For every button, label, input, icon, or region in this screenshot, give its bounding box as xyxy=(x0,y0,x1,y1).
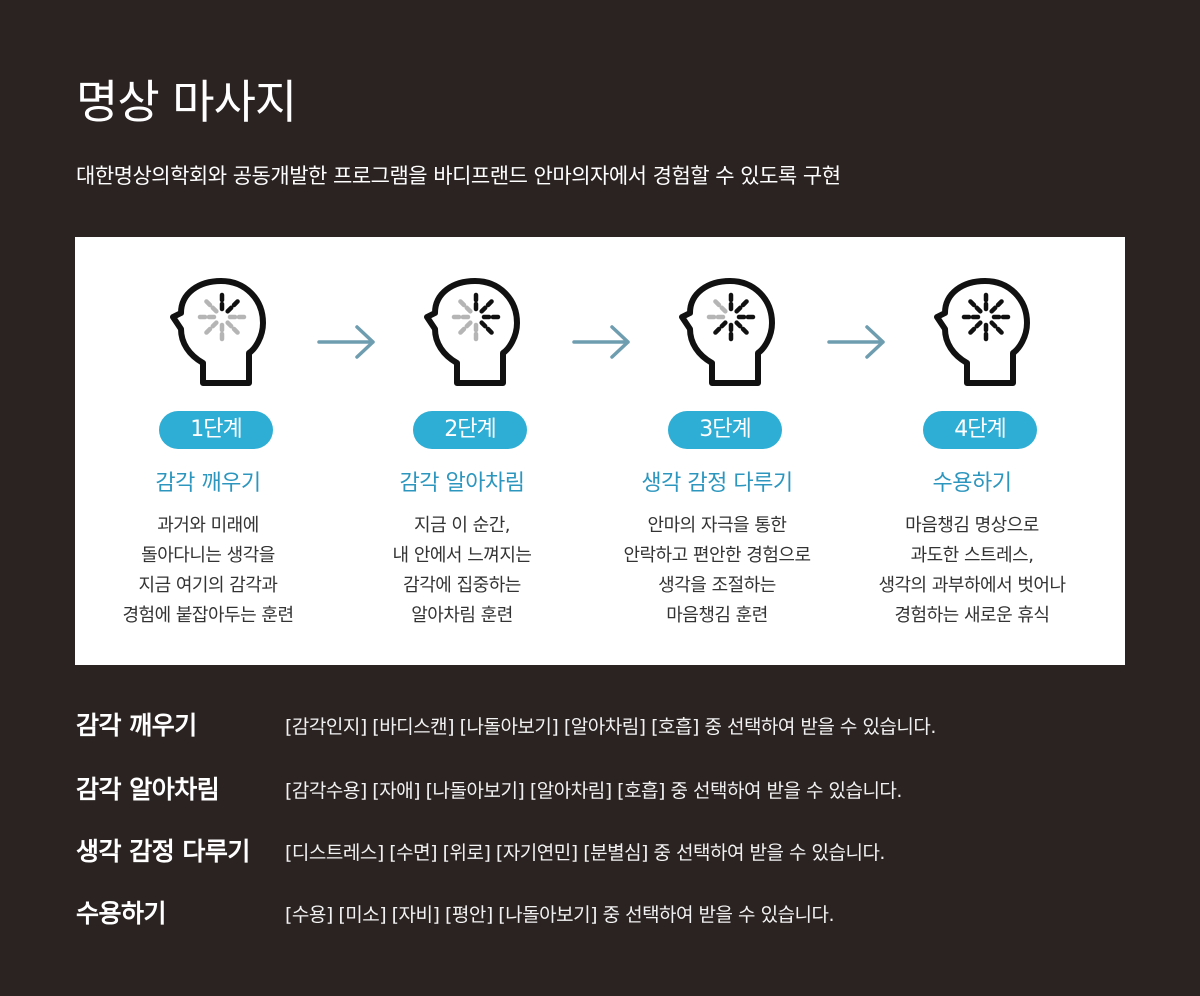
step-badge: 3단계 xyxy=(668,411,782,449)
page-title: 명상 마사지 xyxy=(76,75,297,129)
step-description: 안마의 자극을 통한 안락하고 편안한 경험으로 생각을 조절하는 마음챙김 훈… xyxy=(592,511,842,631)
mind-ray xyxy=(479,320,494,335)
option-row: 수용하기 [수용] [미소] [자비] [평안] [나돌아보기] 중 선택하여 … xyxy=(76,894,1126,934)
step-description: 지금 이 순간, 내 안에서 느껴지는 감각에 집중하는 알아차림 훈련 xyxy=(337,511,587,631)
step-description-line: 마음챙김 훈련 xyxy=(666,605,768,626)
step-description-line: 경험하는 새로운 휴식 xyxy=(894,605,1050,626)
step-badge: 2단계 xyxy=(413,411,527,449)
step-badge: 1단계 xyxy=(159,411,273,449)
step-description-line: 경험에 붙잡아두는 훈련 xyxy=(122,605,294,626)
mind-ray xyxy=(479,299,494,314)
step-description-line: 생각을 조절하는 xyxy=(658,575,776,596)
option-row: 생각 감정 다루기 [디스트레스] [수면] [위로] [자기연민] [분별심]… xyxy=(76,832,1126,872)
step-description-line: 안마의 자극을 통한 xyxy=(647,515,787,536)
head-outline xyxy=(424,278,520,386)
step-description-line: 생각의 과부하에서 벗어나 xyxy=(878,575,1066,596)
option-name: 감각 깨우기 xyxy=(76,711,197,740)
head-outline xyxy=(934,278,1030,386)
step-description-line: 알아차림 훈련 xyxy=(411,605,513,626)
head-mind-icon xyxy=(934,278,1030,386)
step-title: 감각 깨우기 xyxy=(155,471,261,496)
mind-ray xyxy=(204,320,219,335)
mind-ray xyxy=(225,299,240,314)
arrow-right-icon xyxy=(827,325,885,359)
step-badge: 4단계 xyxy=(923,411,1037,449)
steps-panel: 1단계 감각 깨우기 과거와 미래에 돌아다니는 생각을 지금 여기의 감각과 … xyxy=(75,237,1125,665)
head-mind-icon xyxy=(170,278,266,386)
arrow-right-icon xyxy=(317,325,375,359)
mind-ray xyxy=(734,320,749,335)
arrow-right-icon xyxy=(572,325,630,359)
step-title: 생각 감정 다루기 xyxy=(641,471,793,496)
option-description: [감각인지] [바디스캔] [나돌아보기] [알아차림] [호흡] 중 선택하여… xyxy=(285,716,936,738)
step-description-line: 안락하고 편안한 경험으로 xyxy=(623,545,811,566)
option-name: 수용하기 xyxy=(76,899,167,928)
step-description-line: 지금 여기의 감각과 xyxy=(138,575,278,596)
step-description: 과거와 미래에 돌아다니는 생각을 지금 여기의 감각과 경험에 붙잡아두는 훈… xyxy=(83,511,333,631)
option-description: [디스트레스] [수면] [위로] [자기연민] [분별심] 중 선택하여 받을… xyxy=(285,842,885,864)
mind-ray xyxy=(204,299,219,314)
mind-ray xyxy=(968,299,983,314)
step-description-line: 지금 이 순간, xyxy=(414,515,510,536)
mind-ray xyxy=(989,320,1004,335)
option-name: 감각 알아차림 xyxy=(76,775,220,804)
step-description-line: 과도한 스트레스, xyxy=(910,545,1034,566)
mind-ray xyxy=(713,320,728,335)
step-description-line: 감각에 집중하는 xyxy=(403,575,521,596)
option-description: [수용] [미소] [자비] [평안] [나돌아보기] 중 선택하여 받을 수 … xyxy=(285,904,835,926)
head-mind-icon xyxy=(679,278,775,386)
option-description: [감각수용] [자애] [나돌아보기] [알아차림] [호흡] 중 선택하여 받… xyxy=(285,780,902,802)
step-title: 수용하기 xyxy=(932,471,1012,496)
head-outline xyxy=(679,278,775,386)
step-description-line: 내 안에서 느껴지는 xyxy=(392,545,532,566)
step-description: 마음챙김 명상으로 과도한 스트레스, 생각의 과부하에서 벗어나 경험하는 새… xyxy=(847,511,1097,631)
step-description-line: 마음챙김 명상으로 xyxy=(905,515,1039,536)
page-subtitle: 대한명상의학회와 공동개발한 프로그램을 바디프랜드 안마의자에서 경험할 수 … xyxy=(76,164,841,188)
option-name: 생각 감정 다루기 xyxy=(76,837,250,866)
step-title: 감각 알아차림 xyxy=(399,471,525,496)
mind-ray xyxy=(225,320,240,335)
mind-ray xyxy=(713,299,728,314)
mind-ray xyxy=(968,320,983,335)
head-outline xyxy=(170,278,266,386)
head-mind-icon xyxy=(424,278,520,386)
step-description-line: 과거와 미래에 xyxy=(157,515,259,536)
mind-ray xyxy=(989,299,1004,314)
step-description-line: 돌아다니는 생각을 xyxy=(141,545,275,566)
option-row: 감각 알아차림 [감각수용] [자애] [나돌아보기] [알아차림] [호흡] … xyxy=(76,770,1126,810)
mind-ray xyxy=(458,299,473,314)
mind-ray xyxy=(734,299,749,314)
mind-ray xyxy=(458,320,473,335)
option-row: 감각 깨우기 [감각인지] [바디스캔] [나돌아보기] [알아차림] [호흡]… xyxy=(76,706,1126,746)
